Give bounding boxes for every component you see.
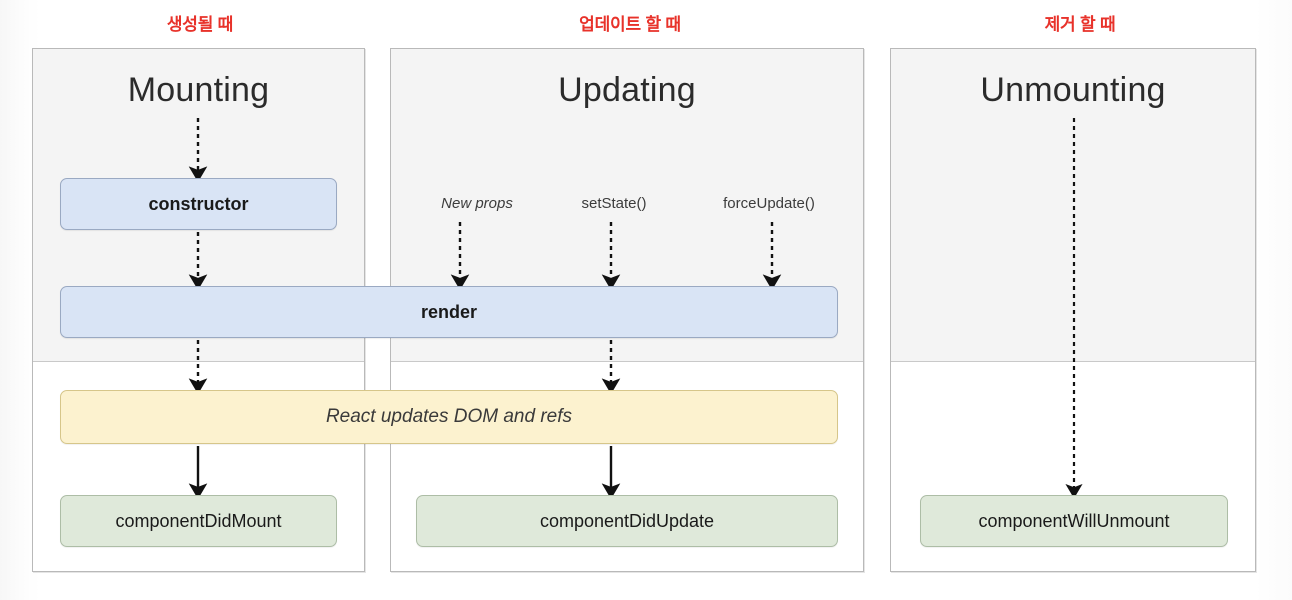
box-constructor[interactable]: constructor <box>60 178 337 230</box>
box-component-did-update[interactable]: componentDidUpdate <box>416 495 838 547</box>
trigger-new-props: New props <box>441 195 513 212</box>
panel-mounting-title: Mounting <box>127 71 270 109</box>
caption-mounting: 생성될 때 <box>166 15 234 34</box>
caption-unmounting: 제거 할 때 <box>1044 15 1116 34</box>
box-component-did-mount[interactable]: componentDidMount <box>60 495 337 547</box>
panel-unmounting-title: Unmounting <box>980 71 1166 109</box>
caption-updating: 업데이트 할 때 <box>579 15 681 34</box>
panel-updating-title: Updating <box>558 71 696 109</box>
trigger-force-update: forceUpdate() <box>723 195 815 212</box>
box-render[interactable]: render <box>60 286 838 338</box>
box-react-updates-dom-and-refs[interactable]: React updates DOM and refs <box>60 390 838 444</box>
panel-unmounting: Unmounting <box>890 48 1256 572</box>
box-component-will-unmount[interactable]: componentWillUnmount <box>920 495 1228 547</box>
trigger-set-state: setState() <box>581 195 647 212</box>
